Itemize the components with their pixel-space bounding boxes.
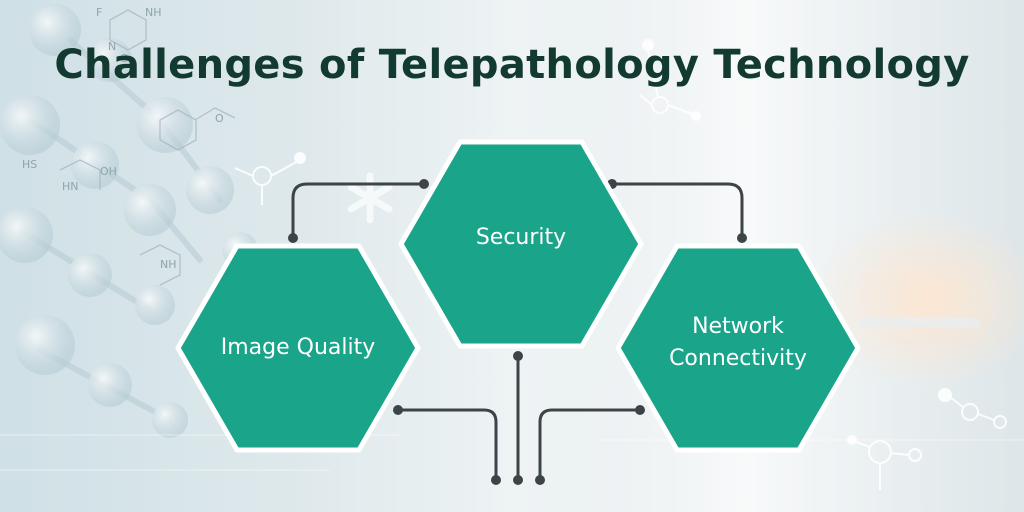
hexagon-shape [175,243,421,453]
hexagon-shape [615,243,861,453]
svg-text:NH: NH [145,6,162,19]
hexagon-shape [398,139,644,349]
node-label: Security [475,225,567,250]
svg-text:O: O [120,52,129,65]
svg-text:F: F [96,6,102,19]
node-security: Security [398,138,644,350]
molecule-icon [234,152,306,205]
molecule-icon [639,39,701,121]
connector-security-network [610,182,744,240]
connector-image-security [291,182,426,240]
svg-text:NH: NH [160,258,177,271]
svg-text:HS: HS [22,158,37,171]
svg-text:HN: HN [62,180,79,193]
molecule-icon [847,388,1007,490]
node-image-quality: Image Quality [175,242,421,454]
connector-network-bottom [538,408,642,480]
svg-text:O: O [215,112,224,125]
node-network-connectivity: Network Connectivity [615,242,861,454]
node-label: Network Connectivity [669,314,807,371]
dna-helix-decoration [0,4,258,438]
connector-image-bottom [396,408,498,480]
page-title: Challenges of Telepathology Technology [54,42,970,88]
svg-text:OH: OH [100,165,117,178]
svg-text:N: N [108,40,116,53]
node-label: Image Quality [220,335,376,360]
